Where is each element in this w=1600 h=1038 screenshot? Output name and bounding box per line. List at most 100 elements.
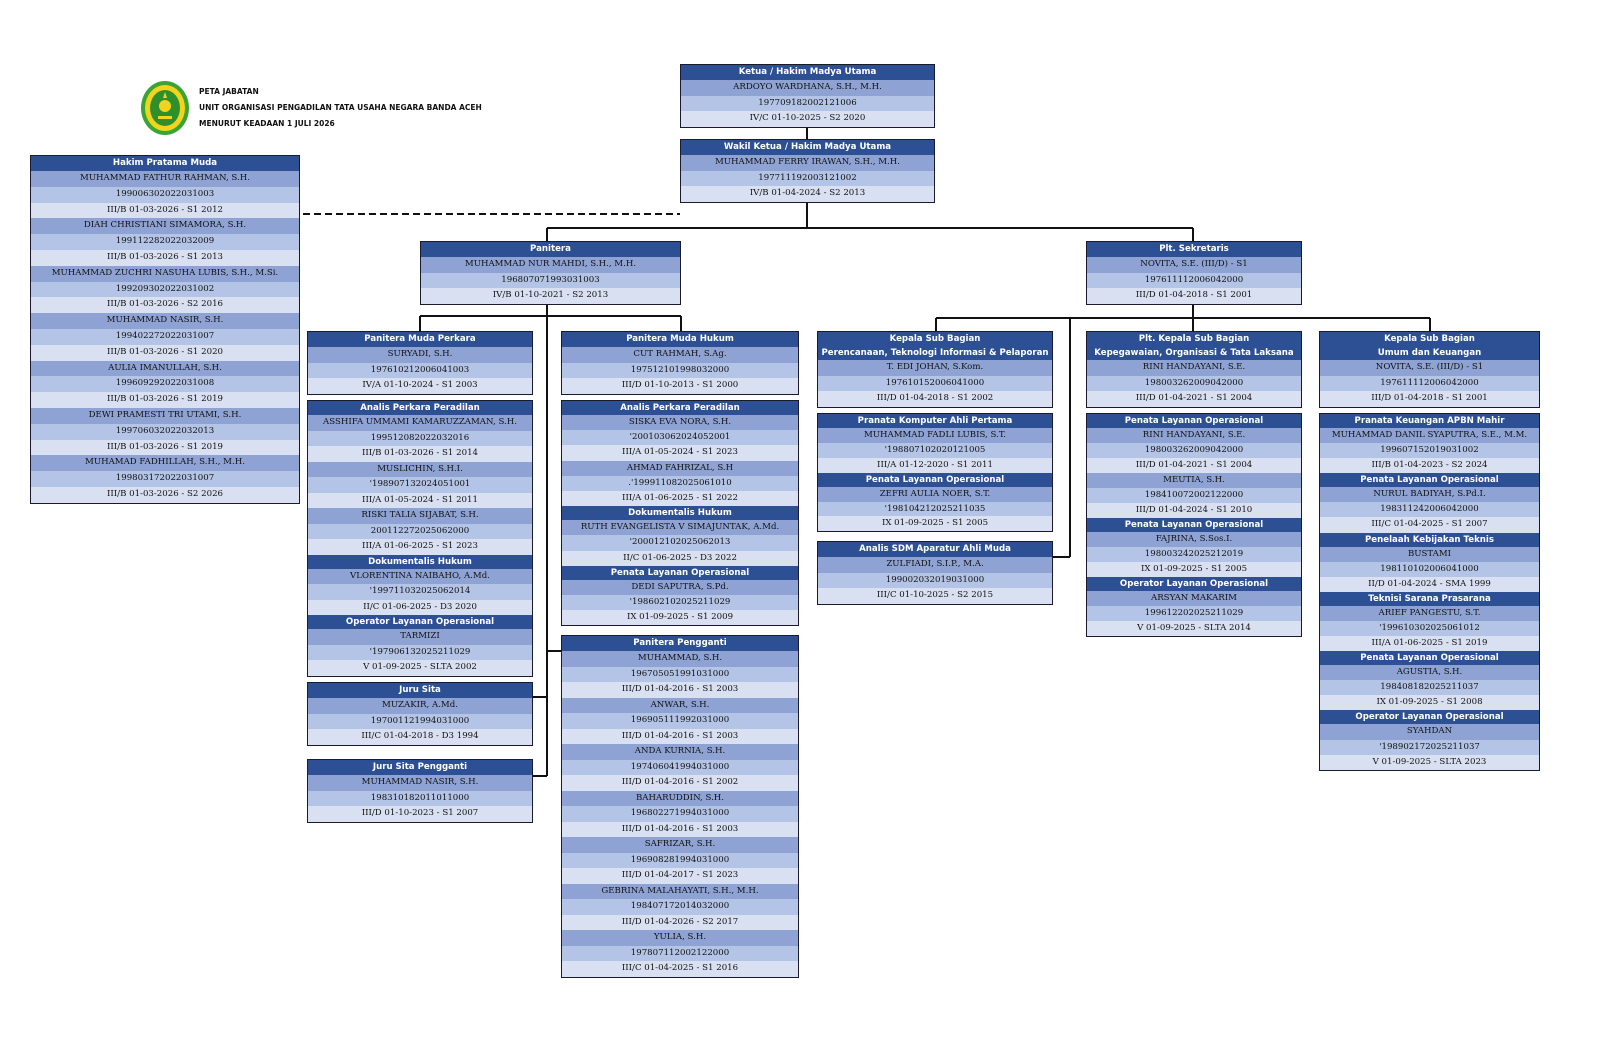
person-name: ARIEF PANGESTU, S.T. [1320,605,1539,621]
person-nip: 198110102006041000 [1320,561,1539,577]
section-title-operator-layanan-operasional: Operator Layanan Operasional [1087,577,1301,591]
person-grade: III/D 01-04-2026 - S2 2017 [562,914,798,930]
person-name: MUHAMMAD NUR MAHDI, S.H., M.H. [421,257,680,273]
person-nip: '197906132025211029 [308,644,532,660]
section-title-analis-perkara-peradilan: Analis Perkara Peradilan [308,401,532,415]
person-name: MUHAMMAD FATHUR RAHMAN, S.H. [31,171,299,187]
person-grade: III/D 01-10-2013 - S1 2000 [562,378,798,394]
person-grade: III/D 01-10-2023 - S1 2007 [308,806,532,822]
person-grade: III/A 01-06-2025 - S1 2023 [308,539,532,555]
section-title-operator-layanan-operasional: Operator Layanan Operasional [308,615,532,629]
person-grade: III/D 01-04-2016 - S1 2002 [562,775,798,791]
person-nip: '198902172025211037 [1320,739,1539,755]
person-nip: 198310182011011000 [308,790,532,806]
section-title-penata-layanan-operasional: Penata Layanan Operasional [1087,414,1301,428]
section-title-penata-layanan-operasional: Penata Layanan Operasional [1320,651,1539,666]
person-grade: IV/B 01-04-2024 - S2 2013 [681,186,934,202]
person-grade: IV/B 01-10-2021 - S2 2013 [421,288,680,304]
person-nip: 197610152006041000 [818,375,1052,391]
person-grade: III/A 01-05-2024 - S1 2011 [308,492,532,508]
person-grade: IV/A 01-10-2024 - S1 2003 [308,378,532,394]
person-nip: 199402272022031007 [31,328,299,345]
person-grade: III/B 01-03-2026 - S1 2014 [308,446,532,462]
box-title-line: Juru Sita [399,685,441,695]
person-name: AULIA IMANULLAH, S.H. [31,360,299,377]
person-name: MUHAMMAD NASIR, S.H. [308,775,532,791]
box-title-line: Plt. Sekretaris [1159,244,1229,254]
box-title: Ketua / Hakim Madya Utama [681,65,934,80]
section-title-penelaah-kebijakan-teknis: Penelaah Kebijakan Teknis [1320,532,1539,547]
person-nip: '200012102025062013 [562,535,798,551]
person-name: SYAHDAN [1320,724,1539,740]
person-nip: 197611112006042000 [1320,375,1539,391]
person-name: BAHARUDDIN, S.H. [562,790,798,806]
person-grade: III/B 01-03-2026 - S1 2020 [31,344,299,361]
person-nip: 199607152019031002 [1320,443,1539,459]
person-grade: III/D 01-04-2018 - S1 2001 [1087,288,1301,304]
box-title-line: Umum dan Keuangan [1377,348,1482,358]
box-title-line: Panitera Muda Perkara [364,334,476,344]
person-nip: 197610212006041003 [308,362,532,378]
person-nip: 197709182002121006 [681,95,934,111]
person-name: DEDI SAPUTRA, S.Pd. [562,579,798,595]
person-nip: 197512101998032000 [562,362,798,378]
person-grade: III/D 01-04-2017 - S1 2023 [562,868,798,884]
person-name: ARSYAN MAKARIM [1087,591,1301,606]
person-grade: III/C 01-10-2025 - S2 2015 [818,588,1052,604]
person-grade: III/D 01-04-2018 - S1 2001 [1320,391,1539,407]
person-nip: 199112282022032009 [31,234,299,250]
person-grade: III/A 01-05-2024 - S1 2023 [562,445,798,461]
box-title: Panitera Muda Perkara [308,332,532,347]
person-grade: III/B 01-03-2026 - S2 2026 [31,486,299,503]
person-name: DIAH CHRISTIANI SIMAMORA, S.H. [31,218,299,235]
person-grade: III/A 01-06-2025 - S1 2022 [562,490,798,507]
person-nip: 199002032019031000 [818,572,1052,588]
person-grade: III/D 01-04-2021 - S1 2004 [1087,391,1301,407]
person-nip: 198003262009042000 [1087,375,1301,391]
person-nip: 199803172022031007 [31,471,299,487]
person-nip: 197001121994031000 [308,713,532,729]
person-name: CUT RAHMAH, S.Ag. [562,347,798,363]
person-nip: 198408182025211037 [1320,680,1539,696]
person-grade: III/C 01-04-2025 - S1 2007 [1320,517,1539,533]
person-grade: II/C 01-06-2025 - D3 2022 [562,550,798,566]
person-nip: 199209302022031002 [31,281,299,298]
person-nip: 199512082022032016 [308,430,532,446]
person-grade: IX 01-09-2025 - S1 2005 [1087,562,1301,577]
person-name: NURUL BADIYAH, S.Pd.I. [1320,487,1539,503]
person-nip: .'199911082025061010 [562,475,798,491]
person-name: MUHAMMAD FADLI LUBIS, S.T. [818,428,1052,443]
person-name: TARMIZI [308,629,532,645]
person-nip: 196705051991031000 [562,666,798,682]
section-title-penata-layanan-operasional: Penata Layanan Operasional [1320,473,1539,488]
box-title: Plt. Sekretaris [1087,242,1301,257]
person-nip: 197406041994031000 [562,759,798,775]
person-name: SAFRIZAR, S.H. [562,837,798,853]
person-nip: 197711192003121002 [681,170,934,186]
person-name: AGUSTIA, S.H. [1320,665,1539,681]
person-name: GEBRINA MALAHAYATI, S.H., M.H. [562,883,798,899]
box-title: Juru Sita Pengganti [308,760,532,775]
person-nip: 199609292022031008 [31,376,299,393]
section-title-operator-layanan-operasional: Operator Layanan Operasional [1320,710,1539,725]
person-nip: 196807071993031003 [421,272,680,288]
box-title-line: Ketua / Hakim Madya Utama [738,67,877,77]
person-name: ANDA KURNIA, S.H. [562,744,798,760]
person-grade: III/D 01-04-2016 - S1 2003 [562,682,798,698]
person-nip: 200112272025062000 [308,523,532,539]
person-grade: III/D 01-04-2016 - S1 2003 [562,728,798,744]
person-grade: III/D 01-04-2018 - S1 2002 [818,391,1052,407]
section-title-penata-layanan-operasional: Penata Layanan Operasional [562,565,798,580]
person-nip: 198003262009042000 [1087,443,1301,458]
box-title: Panitera Muda Hukum [562,332,798,347]
person-name: RISKI TALIA SIJABAT, S.H. [308,508,532,524]
person-nip: '198907132024051001 [308,477,532,493]
